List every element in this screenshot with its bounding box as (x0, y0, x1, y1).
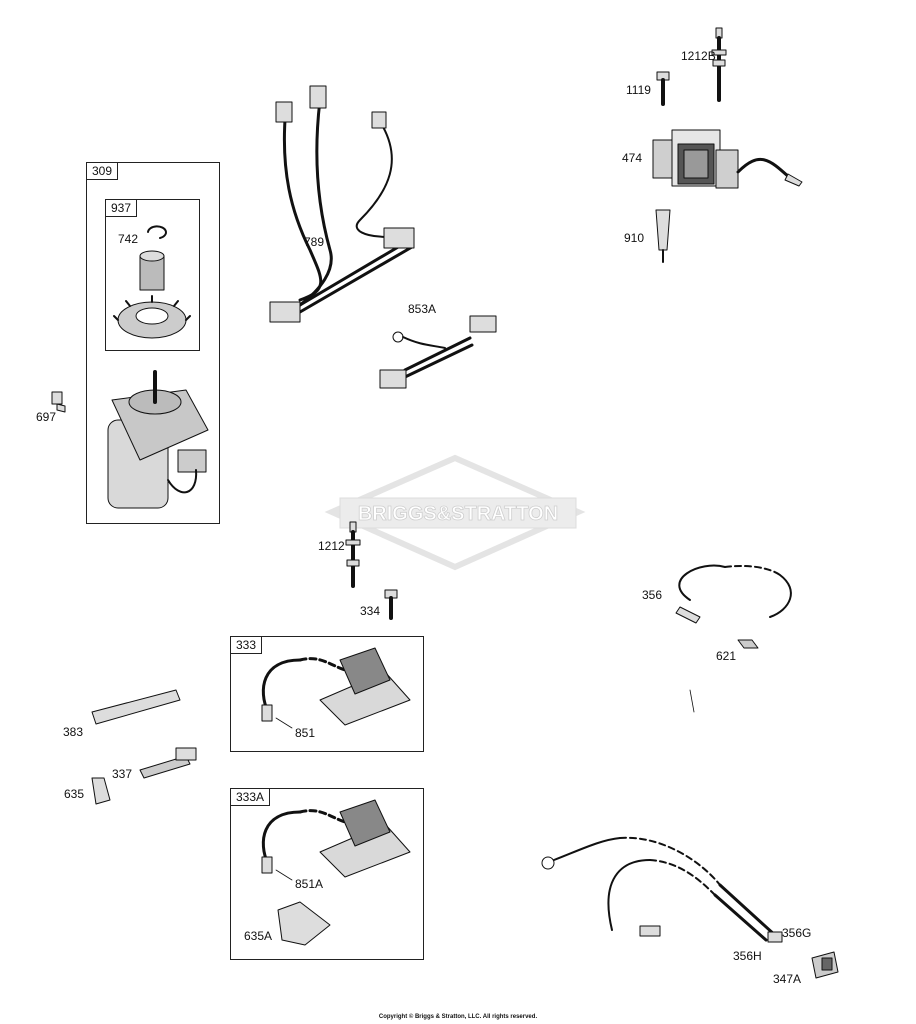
part-label-621: 621 (716, 649, 737, 663)
leader-line (275, 717, 293, 729)
part-label-334: 334 (360, 604, 381, 618)
stud-1212B-icon (711, 27, 727, 102)
copyright-notice: Copyright © Briggs & Stratton, LLC. All … (378, 1014, 538, 1020)
part-label-851A: 851A (295, 877, 324, 891)
part-label-910: 910 (624, 231, 645, 245)
bolt-1119-icon (656, 71, 670, 106)
leader-line (275, 869, 293, 881)
bolt-334-icon (384, 589, 398, 620)
part-621-icon (737, 639, 759, 649)
switch-347A-icon (811, 951, 839, 979)
wire-356G-356H-icon (541, 836, 783, 943)
pinion-937-icon (113, 250, 191, 339)
part-label-337: 337 (112, 767, 133, 781)
group-box-309: 309 (86, 162, 220, 524)
group-box-333A: 333A (230, 788, 424, 960)
wire-853A-icon (379, 315, 497, 389)
stud-1212-icon (345, 521, 361, 588)
bolt-697-icon (51, 391, 66, 413)
part-label-635: 635 (64, 787, 85, 801)
part-label-347A: 347A (773, 972, 802, 986)
part-label-1119: 1119 (626, 83, 651, 97)
part-label-1212: 1212 (318, 539, 345, 553)
leader-line (689, 689, 695, 713)
plug-boot-635-icon (91, 777, 111, 805)
group-box-937: 937 (105, 199, 200, 351)
plug-boot-635A-icon (277, 901, 331, 946)
part-label-1212B: 1212B (681, 49, 716, 63)
ignition-coil-333A-icon (261, 799, 411, 878)
watermark-text: BRIGGS&STRATTON (358, 503, 558, 525)
part-label-853A: 853A (408, 302, 437, 316)
group-label-333: 333 (230, 636, 263, 654)
part-label-789: 789 (304, 235, 325, 249)
part-label-742: 742 (118, 232, 139, 246)
ignition-coil-333-icon (261, 647, 411, 726)
wire-356-icon (675, 564, 792, 624)
clip-742-icon (147, 225, 167, 239)
part-label-474: 474 (622, 151, 643, 165)
wire-harness-789-icon (269, 85, 415, 323)
starter-motor-309-icon (107, 370, 209, 509)
tool-383-icon (91, 689, 181, 725)
part-label-356: 356 (642, 588, 663, 602)
group-box-333: 333 (230, 636, 424, 752)
part-label-635A: 635A (244, 929, 273, 943)
spark-plug-337-icon (139, 747, 197, 779)
part-label-851: 851 (295, 726, 316, 740)
part-910-icon (655, 209, 671, 263)
group-label-333A: 333A (230, 788, 271, 806)
group-label-309: 309 (86, 162, 119, 180)
part-label-356G: 356G (782, 926, 812, 940)
group-label-937: 937 (105, 199, 138, 217)
part-label-383: 383 (63, 725, 84, 739)
armature-474-icon (652, 129, 803, 189)
part-label-356H: 356H (733, 949, 762, 963)
part-label-697: 697 (36, 410, 57, 424)
